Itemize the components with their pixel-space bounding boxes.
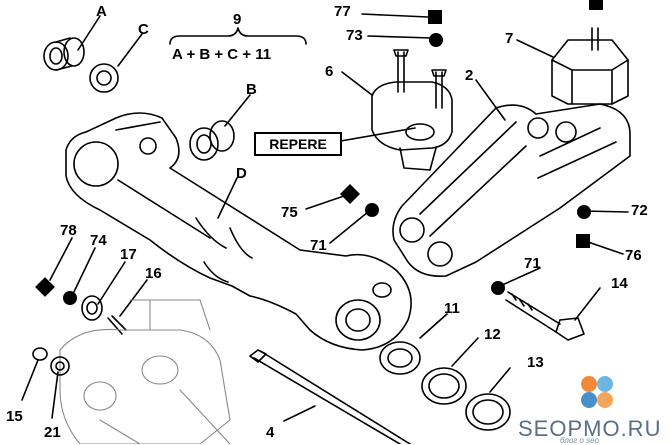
formula-text: A + B + C + 11	[172, 46, 272, 63]
label-76: 76	[625, 247, 642, 264]
label-13: 13	[527, 354, 544, 371]
label-77: 77	[334, 3, 351, 20]
label-12: 12	[484, 326, 501, 343]
watermark-text: SEOPMO.RU	[518, 416, 662, 441]
label-A: A	[96, 3, 107, 20]
label-16: 16	[145, 265, 162, 282]
watermark-subtext: блог о seo	[560, 436, 600, 445]
label-6: 6	[325, 63, 334, 80]
label-74: 74	[90, 232, 107, 249]
label-B: B	[246, 81, 257, 98]
label-4: 4	[266, 424, 275, 441]
repere-box: REPERE	[254, 132, 342, 156]
label-D: D	[236, 165, 247, 182]
label-2: 2	[465, 67, 474, 84]
label-11: 11	[444, 300, 460, 317]
label-15: 15	[6, 408, 23, 425]
label-7: 7	[505, 30, 514, 47]
label-75: 75	[281, 204, 298, 221]
watermark-logo	[581, 376, 613, 408]
label-72: 72	[631, 202, 648, 219]
label-78: 78	[60, 222, 77, 239]
label-21: 21	[44, 424, 61, 441]
label-17: 17	[120, 246, 137, 263]
label-C: C	[138, 21, 149, 38]
label-73: 73	[346, 27, 363, 44]
label-14: 14	[611, 275, 628, 292]
label-9: 9	[233, 11, 242, 28]
label-71-upper: 71	[310, 237, 327, 254]
label-71-lower: 71	[524, 255, 541, 272]
